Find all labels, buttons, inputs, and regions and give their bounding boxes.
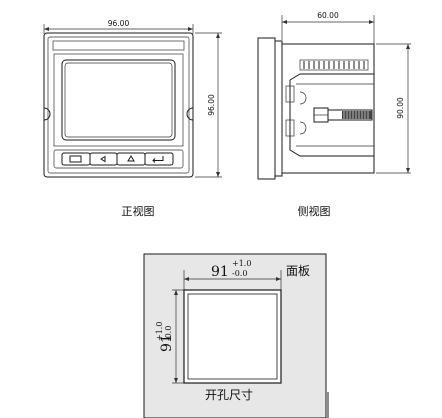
cutout-height-tol-lower: -0.0 (164, 326, 173, 341)
terminal-pins (299, 59, 369, 71)
front-view: 96.00 96.00 正 (43, 19, 222, 218)
menu-button[interactable] (61, 152, 91, 166)
front-width-dimension: 96.00 (43, 19, 194, 34)
side-bezel-flange (274, 40, 283, 177)
cutout-width-value: 91 (211, 264, 229, 280)
cutout-hole (183, 289, 282, 384)
up-arrow-icon (127, 155, 135, 162)
front-width-label: 96.00 (108, 19, 130, 28)
side-depth-dimension: 60.00 (281, 11, 375, 44)
button-strip (53, 149, 184, 169)
right-mount-clip (186, 107, 194, 121)
label-strip (52, 40, 185, 51)
enter-icon (152, 156, 164, 163)
cutout-width-tol-upper: +1.0 (232, 259, 251, 268)
side-bezel (257, 37, 276, 180)
cutout-width-tol-lower: -0.0 (232, 269, 247, 278)
cutout-height-tol-upper: +1.0 (155, 322, 164, 341)
mounting-bracket (285, 73, 374, 157)
square-icon (69, 155, 82, 163)
side-housing (281, 43, 375, 174)
display-window-outer (53, 53, 184, 147)
cutout-width-dimension: 91 +1.0 -0.0 (183, 259, 282, 290)
left-arrow-icon (100, 155, 106, 163)
side-height-label: 90.00 (396, 97, 405, 119)
panel-label: 面板 (286, 264, 310, 278)
cutout-label: 开孔尺寸 (205, 388, 253, 402)
front-view-caption: 正视图 (122, 204, 155, 218)
enter-button[interactable] (144, 152, 174, 166)
left-button[interactable] (89, 152, 118, 166)
side-view-caption: 侧视图 (298, 204, 331, 218)
front-bezel (43, 32, 194, 178)
screw-rail (327, 109, 373, 121)
left-mount-clip (43, 107, 51, 121)
front-height-dimension: 96.00 (195, 32, 222, 178)
cutout-height-value: 91 (159, 334, 175, 352)
side-depth-label: 60.00 (317, 11, 339, 20)
lcd-screen-inner (64, 62, 173, 138)
front-height-label: 96.00 (207, 94, 216, 116)
front-bezel-inner (47, 36, 190, 174)
cutout-height-dimension: 91 +1.0 -0.0 (155, 289, 190, 384)
side-view: 60.00 90.00 (257, 11, 411, 218)
cutout-hole-inner (187, 293, 278, 380)
panel-cutout: 面板 91 +1.0 -0.0 91 +1.0 -0.0 (143, 253, 329, 418)
lcd-screen (61, 59, 176, 141)
side-height-dimension: 90.00 (376, 43, 411, 174)
up-button[interactable] (116, 152, 146, 166)
